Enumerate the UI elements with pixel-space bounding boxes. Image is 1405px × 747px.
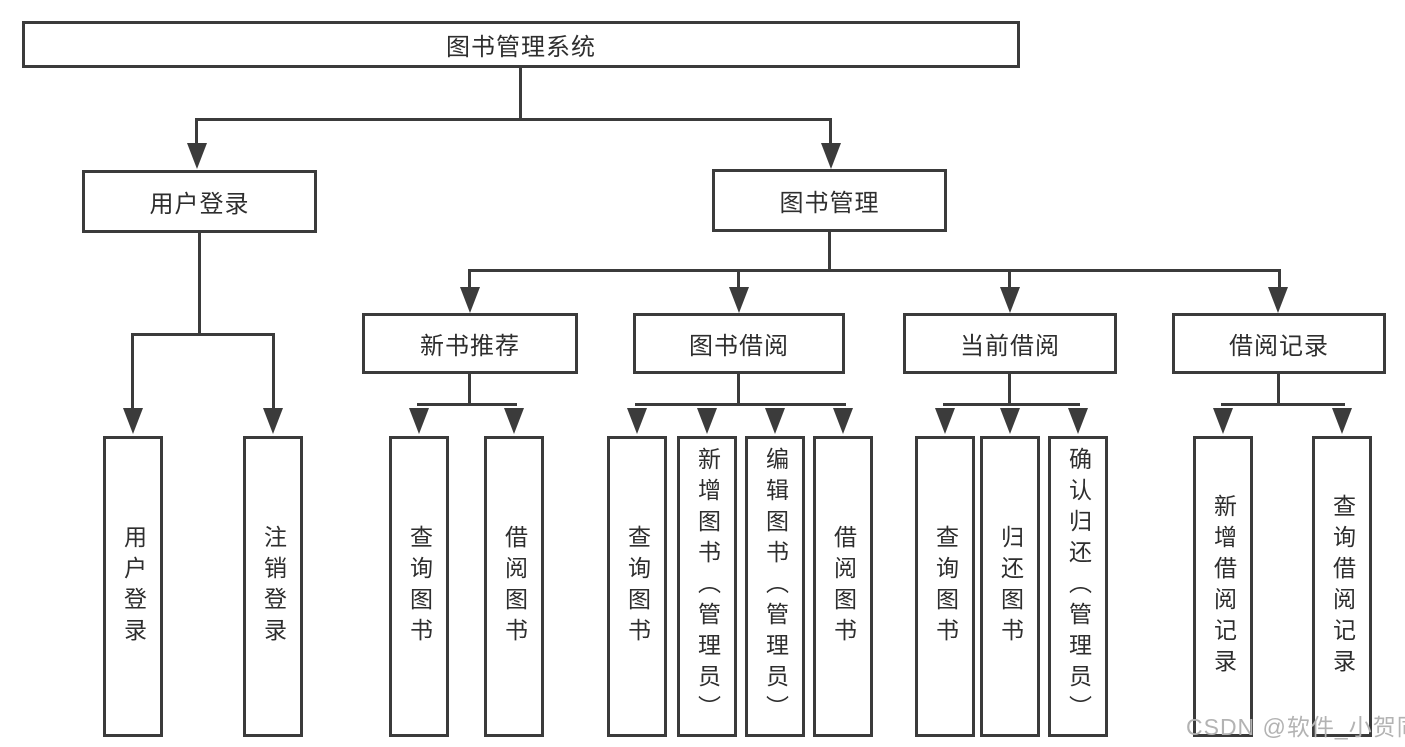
arrowhead-add-record: [1213, 408, 1233, 434]
leaf-logout: 注销登录: [243, 436, 303, 737]
connector-root-stem: [519, 68, 522, 121]
node-current-borrow: 当前借阅: [903, 313, 1117, 374]
node-new-book-recommend: 新书推荐: [362, 313, 578, 374]
connector-drop-user-login: [195, 118, 198, 148]
connector-new-book-stem: [468, 374, 471, 406]
connector-user-login-stem: [198, 233, 201, 336]
connector-book-management-hline: [468, 269, 1281, 272]
connector-drop-current-borrow: [1008, 269, 1011, 291]
connector-book-borrow-hline: [635, 403, 846, 406]
arrowhead-confirm-return: [1068, 408, 1088, 434]
connector-root-hline: [195, 118, 832, 121]
arrowhead-borrow-records: [1268, 287, 1288, 313]
connector-current-borrow-stem: [1008, 374, 1011, 406]
arrowhead-book-management: [821, 143, 841, 169]
csdn-watermark: CSDN @软件_小贺同学: [1186, 714, 1405, 740]
arrowhead-edit-books: [765, 408, 785, 434]
arrowhead-user-login: [187, 143, 207, 169]
arrowhead-borrow-books: [833, 408, 853, 434]
leaf-recommend-borrow-books: 借阅图书: [484, 436, 544, 737]
node-book-borrow: 图书借阅: [633, 313, 845, 374]
connector-book-management-stem: [828, 232, 831, 272]
arrowhead-add-books: [697, 408, 717, 434]
connector-book-borrow-stem: [737, 374, 740, 406]
connector-borrow-records-hline: [1221, 403, 1345, 406]
arrowhead-current-query: [935, 408, 955, 434]
arrowhead-return-books: [1000, 408, 1020, 434]
leaf-confirm-return-admin: 确认归还（管理员）: [1048, 436, 1108, 737]
arrowhead-borrow-query: [627, 408, 647, 434]
connector-drop-book-borrow: [737, 269, 740, 291]
arrowhead-recommend-borrow: [504, 408, 524, 434]
arrowhead-leaf-logout: [263, 408, 283, 434]
arrowhead-query-record: [1332, 408, 1352, 434]
connector-drop-borrow-records: [1278, 269, 1281, 291]
leaf-borrow-query-books: 查询图书: [607, 436, 667, 737]
node-book-management: 图书管理: [712, 169, 947, 232]
connector-borrow-records-stem: [1277, 374, 1280, 406]
leaf-return-books: 归还图书: [980, 436, 1040, 737]
node-borrow-records: 借阅记录: [1172, 313, 1386, 374]
connector-user-login-hline: [131, 333, 275, 336]
leaf-current-query-books: 查询图书: [915, 436, 975, 737]
node-user-login: 用户登录: [82, 170, 317, 233]
arrowhead-recommend-query: [409, 408, 429, 434]
arrowhead-new-book: [460, 287, 480, 313]
leaf-recommend-query-books: 查询图书: [389, 436, 449, 737]
connector-drop-new-book: [468, 269, 471, 291]
arrowhead-book-borrow: [729, 287, 749, 313]
leaf-add-borrow-record: 新增借阅记录: [1193, 436, 1253, 737]
arrowhead-current-borrow: [1000, 287, 1020, 313]
leaf-query-borrow-record: 查询借阅记录: [1312, 436, 1372, 737]
connector-new-book-hline: [417, 403, 517, 406]
leaf-add-books-admin: 新增图书（管理员）: [677, 436, 737, 737]
connector-drop-book-management: [829, 118, 832, 148]
arrowhead-leaf-user-login: [123, 408, 143, 434]
leaf-borrow-books: 借阅图书: [813, 436, 873, 737]
node-root: 图书管理系统: [22, 21, 1020, 68]
leaf-edit-books-admin: 编辑图书（管理员）: [745, 436, 805, 737]
connector-drop-leaf-logout: [272, 333, 275, 411]
leaf-user-login: 用户登录: [103, 436, 163, 737]
connector-current-borrow-hline: [943, 403, 1080, 406]
connector-drop-leaf-user-login: [131, 333, 134, 411]
